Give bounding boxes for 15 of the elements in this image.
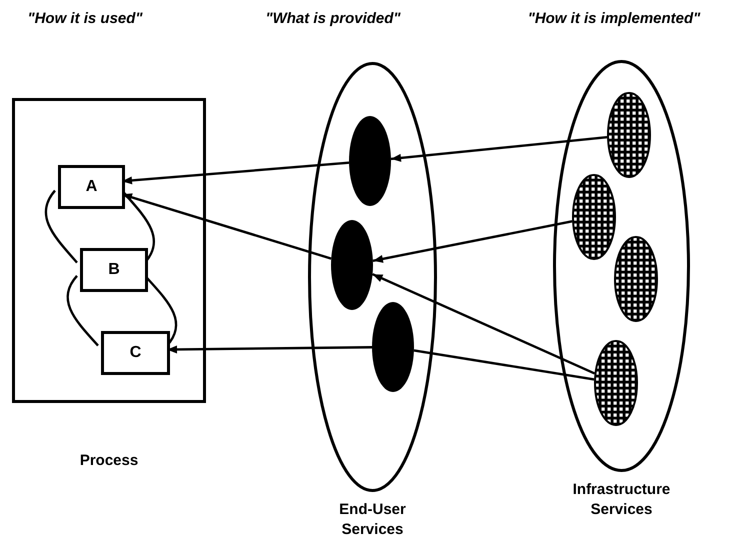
step-box: C bbox=[101, 331, 170, 375]
column-heading: "How it is used" bbox=[27, 10, 143, 27]
group-caption: End-User Services bbox=[338, 500, 407, 540]
column-heading: "How it is implemented" bbox=[528, 10, 700, 27]
column-heading: "What is provided" bbox=[265, 10, 401, 27]
connector-line bbox=[414, 349, 594, 381]
step-box: A bbox=[58, 165, 125, 209]
arrow bbox=[390, 136, 608, 162]
step-box: B bbox=[80, 248, 148, 292]
arrow bbox=[372, 273, 596, 375]
connector-line bbox=[66, 275, 99, 346]
group-caption: Infrastructure Services bbox=[572, 480, 672, 520]
connector-line bbox=[44, 190, 78, 264]
group-caption: Process bbox=[78, 451, 140, 471]
arrow bbox=[372, 220, 572, 263]
